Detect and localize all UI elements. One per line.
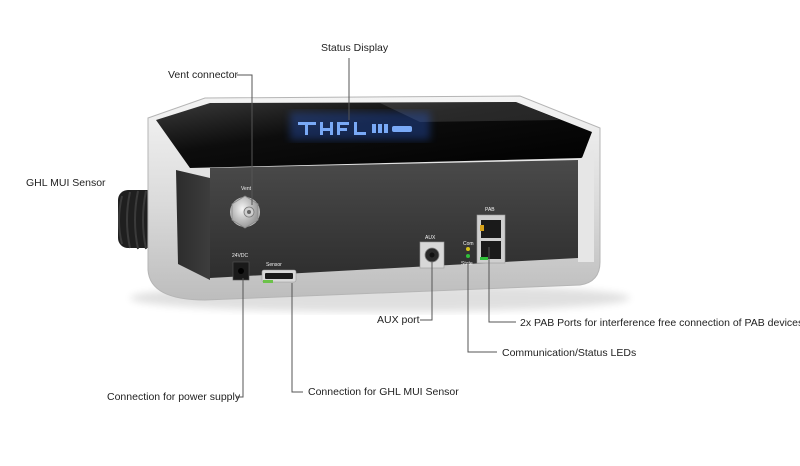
state-label: State [461, 261, 473, 267]
vent-label: Vent [241, 186, 252, 192]
pab-label: PAB [485, 207, 495, 213]
power-jack [232, 261, 250, 281]
callout-aux-port: AUX port [377, 314, 420, 326]
com-led [466, 247, 470, 251]
callout-sensor-connection: Connection for GHL MUI Sensor [308, 386, 459, 398]
aux-label: AUX [425, 235, 436, 241]
com-label: Com [463, 241, 474, 247]
sensor-port [261, 269, 297, 283]
side-panel [176, 170, 210, 280]
state-led [466, 254, 470, 258]
callout-status-leds: Communication/Status LEDs [502, 347, 637, 359]
callout-ghl-mui-sensor: GHL MUI Sensor [26, 177, 106, 189]
power-label: 24VDC [232, 253, 249, 259]
callout-status-display: Status Display [321, 42, 389, 54]
pab-ports [476, 214, 506, 264]
status-display [290, 112, 430, 140]
callout-vent-connector: Vent connector [168, 69, 239, 81]
callout-power-supply: Connection for power supply [107, 391, 241, 403]
callout-pab-ports: 2x PAB Ports for interference free conne… [520, 317, 800, 329]
sensor-label: Sensor [266, 262, 282, 268]
leader-lines [236, 58, 516, 398]
front-panel [210, 160, 578, 278]
